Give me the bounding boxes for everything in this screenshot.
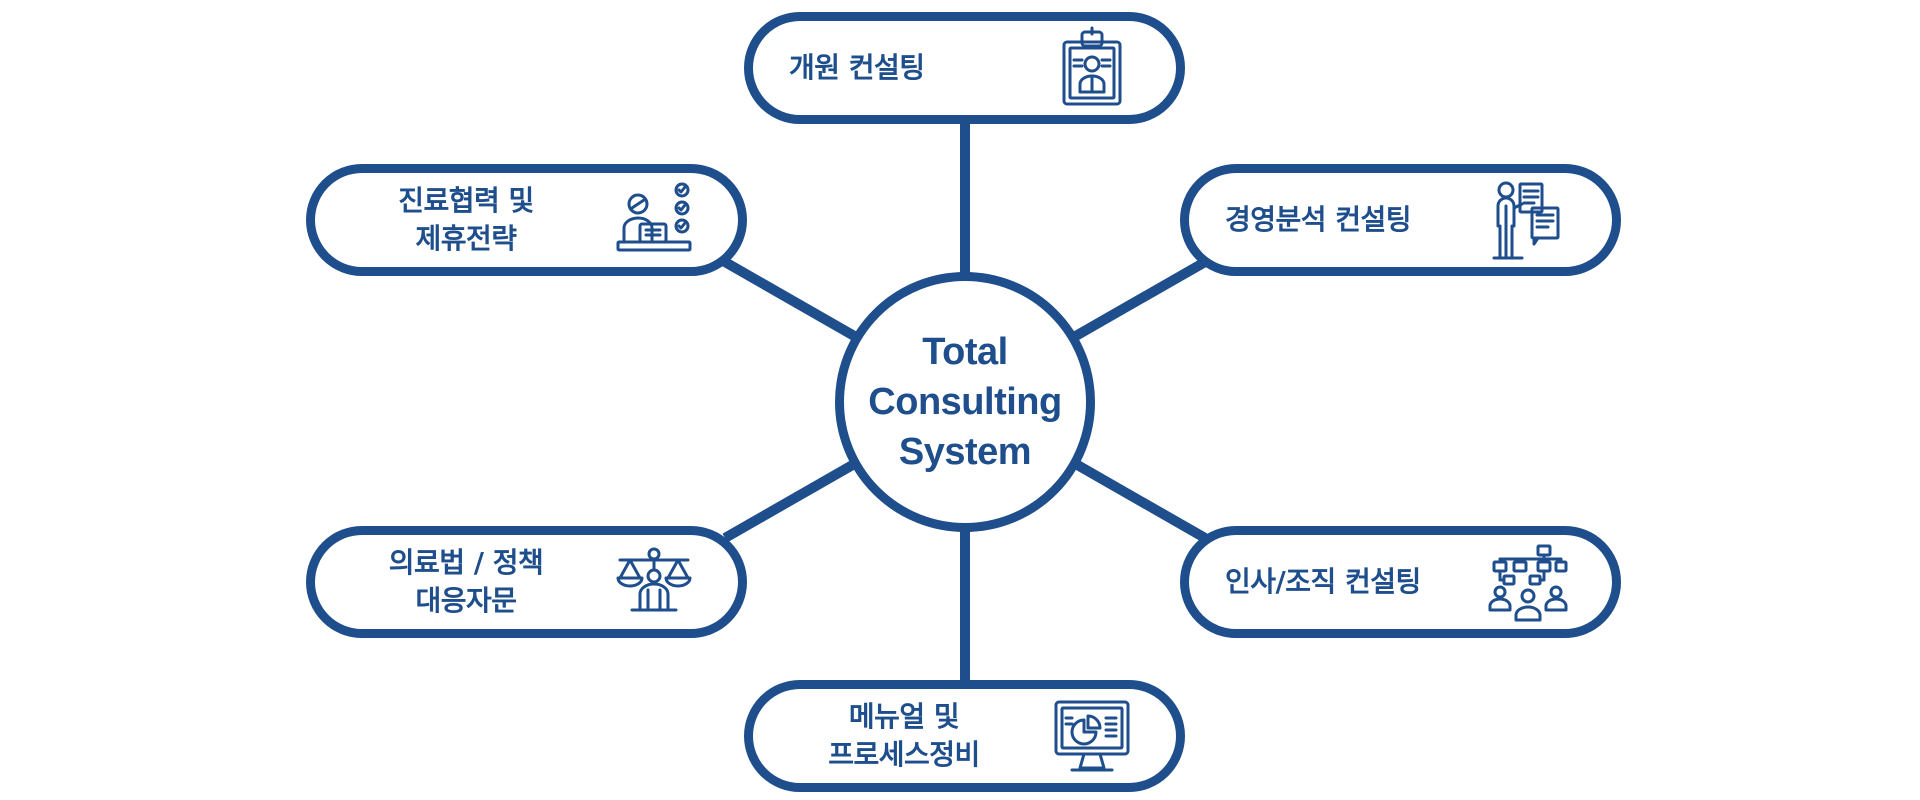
hub-label-line: Consulting [868,381,1062,423]
connector-lower-right [1071,458,1208,543]
connector-upper-left [722,257,859,342]
node-label: 의료법 / 정책 대응자문 [351,544,581,620]
node-label-line: 대응자문 [415,584,517,617]
node-management-analysis[interactable]: 경영분석 컨설팅 [1180,164,1621,276]
node-label: 인사/조직 컨설팅 [1225,563,1455,601]
node-medical-law-policy[interactable]: 의료법 / 정책 대응자문 [306,526,747,638]
node-label-line: 개원 컨설팅 [789,51,925,84]
hub-label-line: System [898,431,1032,473]
node-opening-consulting[interactable]: 개원 컨설팅 [744,12,1185,124]
node-label: 개원 컨설팅 [789,49,1019,87]
node-hr-organization[interactable]: 인사/조직 컨설팅 [1180,526,1621,638]
hub-total-consulting-system[interactable]: Total Consulting System [835,272,1095,532]
connector-upper-right [1071,257,1208,342]
presenter-report-icon [1486,178,1570,262]
node-label-line: 인사/조직 컨설팅 [1225,565,1421,598]
scales-of-justice-icon [612,540,696,624]
hub-label-line: Total [922,331,1008,373]
node-label-line: 경영분석 컨설팅 [1225,203,1412,236]
clipboard-doctor-icon [1050,26,1134,110]
node-label-line: 진료협력 및 [398,184,534,217]
node-label: 진료협력 및 제휴전략 [351,182,581,258]
monitor-chart-icon [1050,694,1134,778]
node-manual-process[interactable]: 메뉴얼 및 프로세스정비 [744,680,1185,792]
node-label: 메뉴얼 및 프로세스정비 [789,698,1019,774]
node-label-line: 프로세스정비 [828,738,980,771]
checklist-worker-icon [612,178,696,262]
connector-lower-left [722,458,859,543]
hub-label: Total Consulting System [844,327,1086,477]
node-label-line: 의료법 / 정책 [388,546,544,579]
node-label-line: 제휴전략 [415,222,517,255]
org-chart-team-icon [1486,540,1570,624]
node-care-partnership[interactable]: 진료협력 및 제휴전략 [306,164,747,276]
node-label-line: 메뉴얼 및 [848,700,960,733]
node-label: 경영분석 컨설팅 [1225,201,1455,239]
